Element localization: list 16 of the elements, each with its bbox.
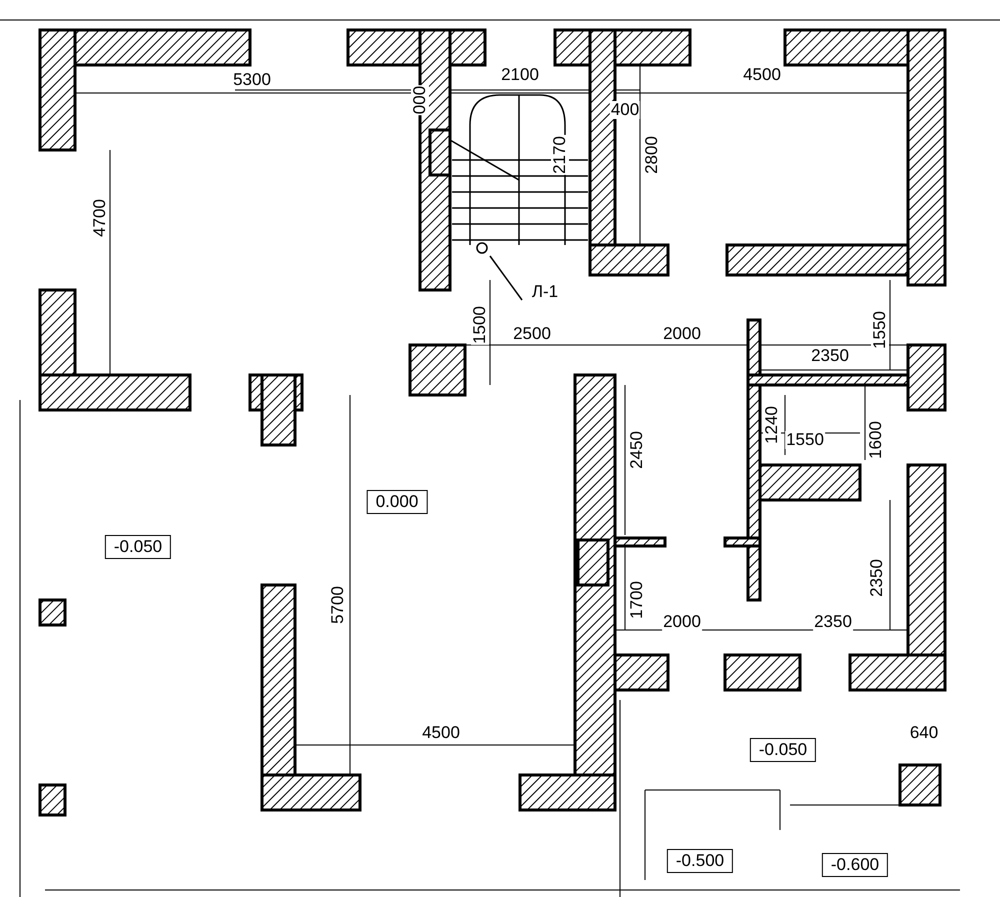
dimension-label: 2170	[551, 135, 569, 175]
level-mark: 0.000	[366, 490, 428, 514]
level-mark: -0.050	[104, 535, 172, 559]
dimension-label: 1500	[471, 305, 489, 345]
dimension-label: 2350	[813, 613, 853, 631]
dimension-label: 2000	[662, 613, 702, 631]
staircase-drawing	[450, 94, 588, 254]
level-mark: -0.050	[750, 738, 816, 762]
dimension-label: 1240	[763, 405, 781, 445]
leader-line	[489, 256, 523, 300]
level-mark: -0.500	[666, 849, 734, 873]
level-mark: -0.600	[822, 853, 888, 877]
dimension-label: 1550	[785, 431, 825, 449]
dimension-label: 1550	[871, 310, 889, 350]
dimension-label: 400	[610, 101, 640, 119]
dimension-label: 000	[411, 84, 429, 116]
